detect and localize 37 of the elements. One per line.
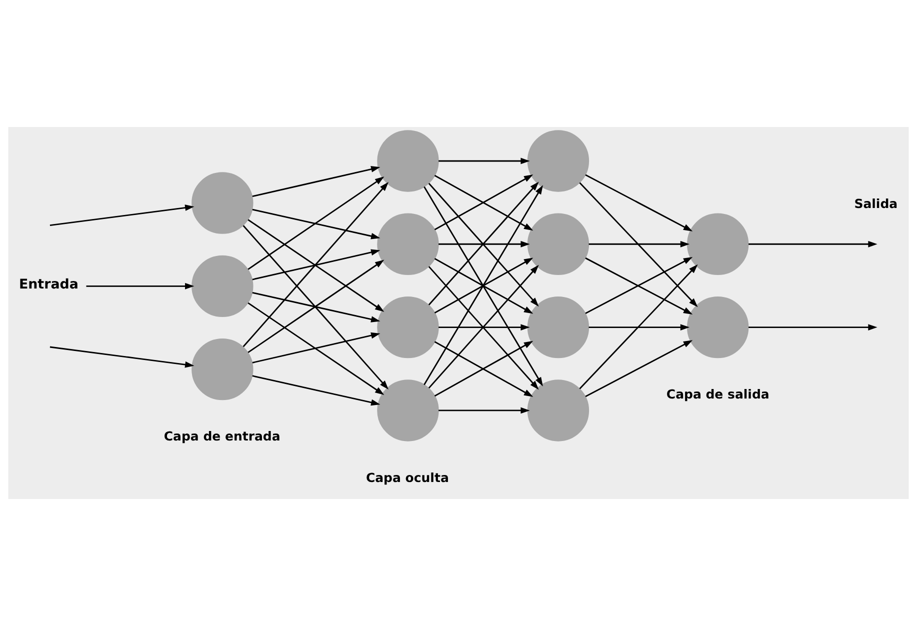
arrow [248,219,384,312]
arrow [252,249,380,280]
node-circle [377,213,439,275]
node-circle [192,338,254,400]
arrow [242,182,389,348]
arrow [588,324,690,330]
arrow [86,282,194,290]
node-circle [192,255,254,318]
arrow [252,375,380,406]
arrow [248,260,384,354]
arrow [252,166,380,198]
arrow [438,324,530,330]
arrow [242,225,389,390]
arrow [748,240,878,248]
arrow [50,204,194,226]
arrow [252,208,380,240]
arrow [585,340,693,398]
arrow [579,264,698,390]
arrow [252,292,380,322]
label: Capa oculta [366,470,449,485]
label: Capa de entrada [164,428,280,444]
arrow [438,158,530,164]
arrow [585,174,693,232]
label: Capa de salida [666,386,770,402]
arrow [438,407,530,414]
arrow [588,240,690,248]
arrow [50,346,194,368]
node-circle [377,296,439,358]
arrow [438,240,530,248]
arrow [252,332,380,364]
arrow [248,302,384,395]
node-text: Entrada [18,277,78,292]
arrow [579,182,698,308]
node-circle [192,172,254,234]
arrow [248,176,384,270]
label: Salida [854,196,898,212]
arrow [748,324,878,330]
